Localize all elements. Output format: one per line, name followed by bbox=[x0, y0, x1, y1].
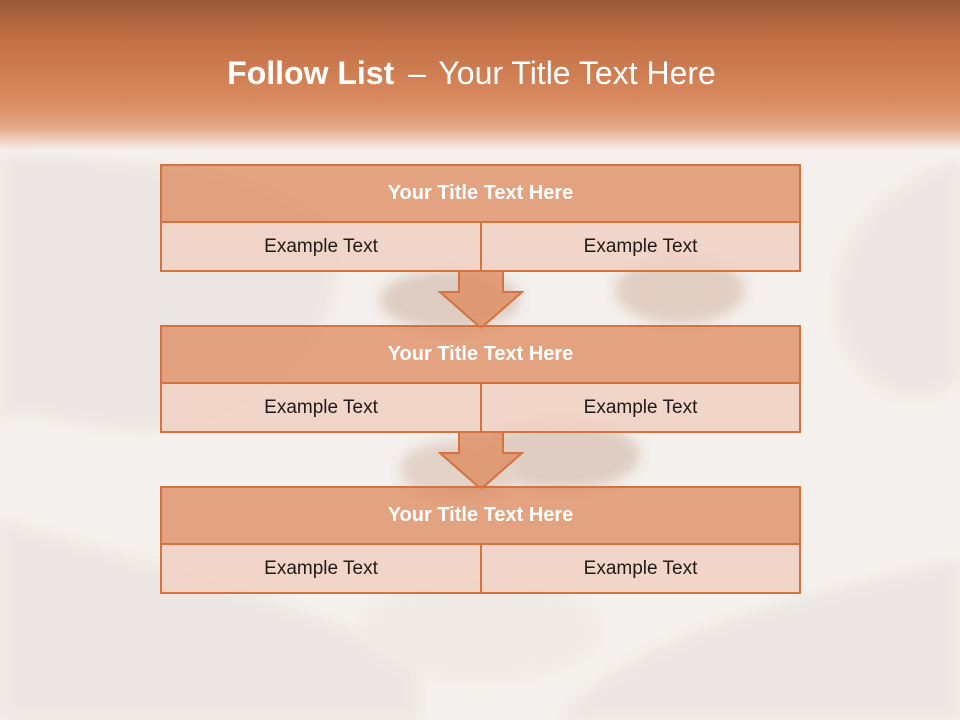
down-arrow-icon bbox=[438, 431, 524, 491]
step-cell-right: Example Text bbox=[480, 221, 801, 272]
title-bold: Follow List bbox=[227, 55, 395, 91]
step-cell-right: Example Text bbox=[480, 382, 801, 433]
slide-title: Follow List– Your Title Text Here bbox=[0, 55, 943, 92]
step-cell-left: Example Text bbox=[160, 382, 482, 433]
header-band bbox=[0, 0, 960, 165]
step-title: Your Title Text Here bbox=[160, 164, 801, 223]
title-dash: – bbox=[408, 55, 427, 91]
step-cell-left: Example Text bbox=[160, 543, 482, 594]
step-cell-left: Example Text bbox=[160, 221, 482, 272]
down-arrow-icon bbox=[438, 270, 524, 330]
title-rest: Your Title Text Here bbox=[438, 55, 716, 91]
step-title: Your Title Text Here bbox=[160, 325, 801, 384]
step-cell-right: Example Text bbox=[480, 543, 801, 594]
step-title: Your Title Text Here bbox=[160, 486, 801, 545]
